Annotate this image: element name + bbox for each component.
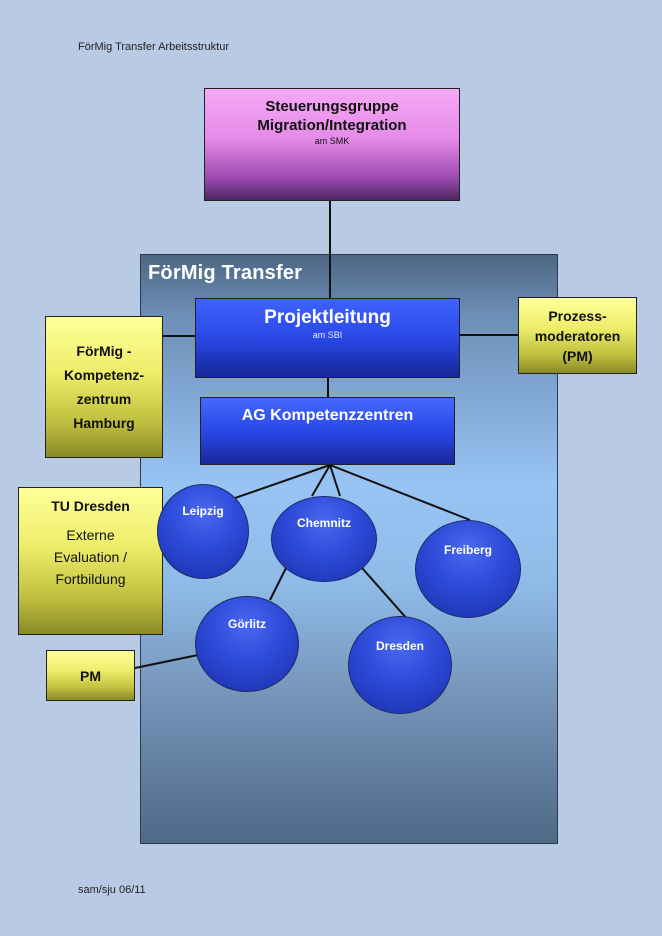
tu-dresden-description: Externe Evaluation / Fortbildung [54,524,127,590]
steuerungsgruppe-sub: am SMK [314,136,350,146]
kompetenzzentrum-hamburg-box: FörMig - Kompetenz- zentrum Hamburg [45,316,163,458]
center-goerlitz: Görlitz [195,596,299,692]
prozessmoderatoren-line3: (PM) [562,347,593,364]
kompetenzzentrum-line3: zentrum [76,391,132,407]
steuerungsgruppe-line1: Steuerungsgruppe [265,98,399,115]
kompetenzzentrum-line1: FörMig - [76,343,132,359]
page-header: FörMig Transfer Arbeitsstruktur [78,41,229,53]
pm-label: PM [80,667,101,684]
kompetenzzentrum-line2: Kompetenz- [63,367,145,383]
line-hub-chemnitz2 [329,464,341,497]
center-dresden-label: Dresden [375,639,425,653]
ag-kompetenzzentren-title: AG Kompetenzzentren [241,407,414,424]
prozessmoderatoren-box: Prozess- moderatoren (PM) [518,297,637,374]
ag-kompetenzzentren-box: AG Kompetenzzentren [200,397,455,465]
projektleitung-box: Projektleitung am SBI [195,298,460,378]
center-chemnitz: Chemnitz [271,496,377,582]
projektleitung-title: Projektleitung [264,307,391,328]
frame-title: FörMig Transfer [148,262,303,284]
center-goerlitz-label: Görlitz [228,617,266,631]
tu-dresden-line1: Externe [66,527,115,543]
prozessmoderatoren-line1: Prozess- [548,307,607,324]
projektleitung-sub: am SBI [312,330,343,340]
pm-box: PM [46,650,135,701]
line-hub-chemnitz [311,464,331,497]
line-pm-goerlitz [134,654,199,669]
center-leipzig: Leipzig [157,484,249,579]
center-freiberg: Freiberg [415,520,521,618]
center-dresden: Dresden [348,616,452,714]
steuerungsgruppe-line2: Migration/Integration [257,117,407,134]
tu-dresden-line2: Evaluation / [53,549,128,565]
prozessmoderatoren-line2: moderatoren [534,327,621,344]
tu-dresden-title: TU Dresden [51,498,130,514]
page-footer: sam/sju 06/11 [78,884,146,896]
center-leipzig-label: Leipzig [182,504,224,518]
tu-dresden-box: TU Dresden Externe Evaluation / Fortbild… [18,487,163,635]
center-freiberg-label: Freiberg [443,543,492,557]
steuerungsgruppe-box: Steuerungsgruppe Migration/Integration a… [204,88,460,201]
line-chemnitz-dresden [354,559,409,621]
center-chemnitz-label: Chemnitz [297,516,351,530]
tu-dresden-line3: Fortbildung [55,571,126,587]
kompetenzzentrum-line4: Hamburg [73,415,135,431]
line-hub-freiberg [329,464,471,521]
